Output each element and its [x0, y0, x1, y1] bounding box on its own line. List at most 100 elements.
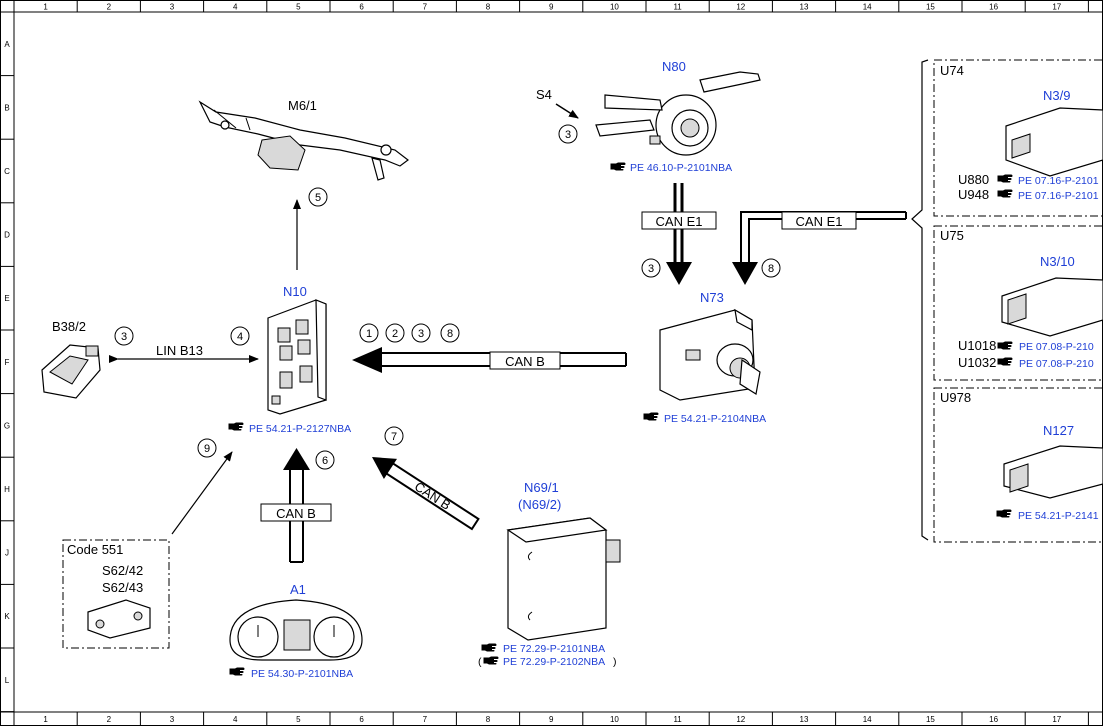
reference-hand-icon — [996, 509, 1012, 518]
reference-n69-1: PE 72.29-P-2101NBA — [481, 643, 605, 655]
column-label: 11 — [673, 3, 682, 12]
row-label: K — [4, 612, 10, 621]
column-label: 13 — [800, 715, 809, 724]
row-label: E — [4, 294, 9, 303]
n73-label: N73 — [700, 290, 724, 305]
reference-n80: PE 46.10-P-2101NBA — [610, 162, 732, 174]
column-label: 1 — [43, 715, 48, 724]
code-551-label: Code 551 — [67, 542, 123, 557]
lin-b13-bus: LIN B13 — [109, 343, 259, 363]
row-label: J — [5, 549, 9, 558]
column-label: 9 — [549, 3, 554, 12]
can-b-bus-a1-n10: CAN B — [260, 448, 332, 563]
s62-43-label: S62/43 — [102, 580, 143, 595]
reference-hand-icon — [997, 174, 1013, 183]
can-b-n69-label: CAN B — [412, 479, 453, 513]
group-u75: U75 N3/10 U1018 PE 07.08-P-210 U1032 PE … — [933, 225, 1103, 381]
n10-label: N10 — [283, 284, 307, 299]
m6-1-label: M6/1 — [288, 98, 317, 113]
row-label: D — [4, 231, 10, 240]
reference-n73: PE 54.21-P-2104NBA — [643, 412, 766, 425]
can-b-n73-label: CAN B — [505, 354, 545, 369]
circled-numbers-1-2-3-8: 1 2 3 8 — [359, 323, 460, 343]
svg-text:PE 46.10-P-2101NBA: PE 46.10-P-2101NBA — [630, 162, 732, 174]
svg-text:3: 3 — [121, 331, 127, 343]
reference-a1: PE 54.30-P-2101NBA — [229, 667, 353, 680]
column-label: 5 — [296, 715, 301, 724]
svg-text:8: 8 — [447, 328, 453, 340]
svg-text:3: 3 — [418, 328, 424, 340]
column-label: 7 — [423, 3, 428, 12]
column-label: 2 — [107, 3, 112, 12]
u75-label: U75 — [940, 228, 964, 243]
n69-2-label: (N69/2) — [518, 497, 561, 512]
circled-number-4-n10: 4 — [230, 326, 250, 346]
reference-hand-icon — [229, 667, 245, 676]
group-u978: U978 N127 PE 54.21-P-2141 — [933, 387, 1103, 543]
svg-text:PE 54.30-P-2101NBA: PE 54.30-P-2101NBA — [251, 668, 353, 680]
svg-text:7: 7 — [391, 431, 397, 443]
column-label: 10 — [610, 3, 619, 12]
reference-hand-icon — [997, 357, 1013, 366]
column-label: 7 — [423, 715, 428, 724]
b38-2-label: B38/2 — [52, 319, 86, 334]
u948-label: U948 — [958, 187, 989, 202]
n127-label: N127 — [1043, 423, 1074, 438]
circled-number-8-n73: 8 — [761, 258, 781, 278]
svg-text:5: 5 — [315, 192, 321, 204]
svg-text:PE 72.29-P-2101NBA: PE 72.29-P-2101NBA — [503, 643, 605, 655]
svg-text:3: 3 — [565, 129, 571, 141]
column-label: 13 — [800, 3, 809, 12]
column-label: 8 — [486, 715, 491, 724]
circled-number-7: 7 — [384, 426, 404, 446]
u880-label: U880 — [958, 172, 989, 187]
column-label: 12 — [736, 715, 745, 724]
column-label: 4 — [233, 3, 238, 12]
door-control-unit-n69-1: N69/1 (N69/2) — [506, 480, 621, 641]
svg-text:PE 07.16-P-2101: PE 07.16-P-2101 — [1018, 190, 1099, 202]
svg-text:2: 2 — [392, 328, 398, 340]
reference-hand-icon — [481, 643, 497, 652]
svg-text:PE 07.16-P-2101: PE 07.16-P-2101 — [1018, 175, 1099, 187]
column-label: 16 — [989, 3, 998, 12]
row-label: F — [5, 358, 10, 367]
svg-text:): ) — [613, 656, 617, 668]
row-label: H — [4, 485, 10, 494]
n3-10-label: N3/10 — [1040, 254, 1075, 269]
column-label: 2 — [107, 715, 112, 724]
circled-number-3-n73: 3 — [641, 258, 661, 278]
svg-text:8: 8 — [768, 263, 774, 275]
svg-text:PE 07.08-P-210: PE 07.08-P-210 — [1019, 341, 1094, 353]
column-label: 1 — [43, 3, 48, 12]
column-label: 6 — [359, 3, 364, 12]
reference-hand-icon — [997, 189, 1013, 198]
column-label: 16 — [989, 715, 998, 724]
row-label: C — [4, 167, 10, 176]
column-label: 6 — [359, 715, 364, 724]
can-e1-top-label: CAN E1 — [656, 214, 703, 229]
circled-number-3-s4: 3 — [558, 124, 578, 144]
svg-text:PE 54.21-P-2127NBA: PE 54.21-P-2127NBA — [249, 423, 351, 435]
column-label: 3 — [170, 715, 175, 724]
u74-label: U74 — [940, 63, 964, 78]
u978-label: U978 — [940, 390, 971, 405]
row-label: B — [4, 103, 9, 112]
sam-control-unit-n10: N10 — [267, 284, 327, 415]
column-label: 8 — [486, 3, 491, 12]
svg-text:PE 54.21-P-2104NBA: PE 54.21-P-2104NBA — [664, 413, 766, 425]
svg-text:(: ( — [478, 656, 482, 668]
row-label: A — [4, 40, 10, 49]
circled-number-3-b38: 3 — [114, 326, 134, 346]
row-label: L — [5, 676, 10, 685]
u1032-label: U1032 — [958, 355, 996, 370]
column-label: 14 — [863, 3, 872, 12]
column-label: 17 — [1052, 3, 1061, 12]
can-b-a1-label: CAN B — [276, 506, 316, 521]
column-label: 17 — [1052, 715, 1061, 724]
instrument-cluster-a1: A1 — [229, 582, 363, 661]
group-u74: U74 N3/9 U880 PE 07.16-P-2101 U948 PE 07… — [933, 59, 1103, 217]
